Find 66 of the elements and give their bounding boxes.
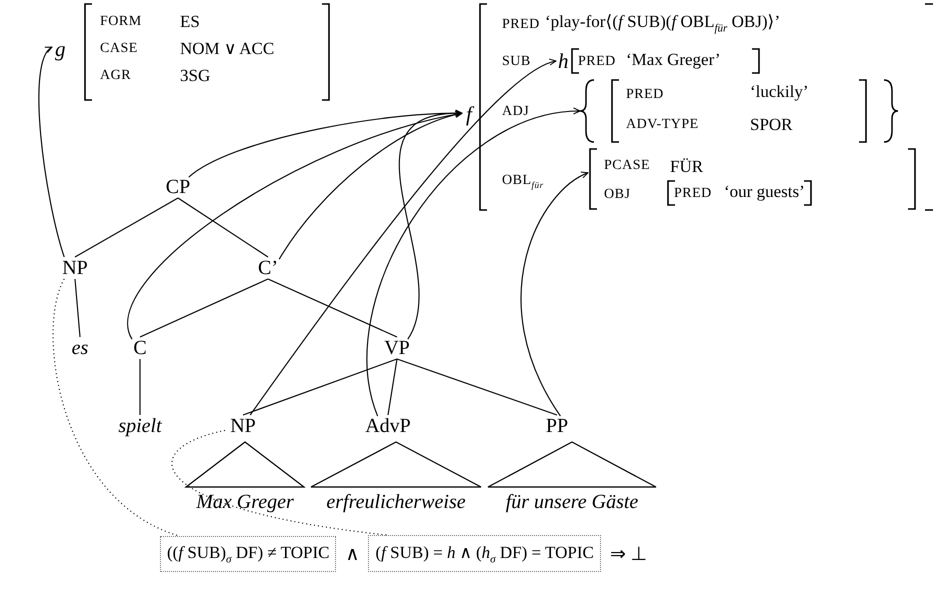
attribute-value-matrix (556, 48, 762, 74)
tree-branch (140, 278, 268, 338)
projection-arrow (399, 110, 462, 340)
tree-branch (139, 359, 141, 415)
feature-name: PRED (502, 17, 540, 32)
subtree-triangle (487, 441, 657, 515)
formula-box: (f SUB) = h ∧ (h$_{σ}$ DF) = TOPIC (368, 535, 601, 572)
projection-arrow (38, 46, 65, 258)
phrase-label: VP (379, 337, 415, 359)
feature-value: SPOR (750, 116, 793, 135)
adjunct-set (580, 79, 898, 143)
tree-branch (268, 278, 398, 338)
terminal-string: für unsere Gäste (504, 491, 640, 514)
word-label: es (69, 337, 91, 359)
phrase-label: C (130, 337, 150, 359)
phrase-label: AdvP (362, 415, 414, 437)
phrase-label: NP (57, 257, 93, 279)
feature-name: CASE (100, 41, 138, 56)
dotted-link (172, 430, 388, 536)
dotted-link (52, 278, 178, 536)
conjunction-symbol: ∧ (345, 542, 360, 566)
phrase-label: C’ (254, 257, 282, 279)
tree-branch (74, 278, 81, 338)
feature-name: PCASE (604, 158, 650, 174)
feature-value: ES (180, 13, 200, 32)
formula-box: ((f SUB)$_{σ}$ DF) ≠ TOPIC (160, 536, 336, 572)
feature-value: ‘luckily’ (750, 83, 809, 102)
phrase-label: PP (540, 415, 574, 437)
tree-branch (178, 198, 268, 258)
subtree-triangle (310, 441, 482, 515)
feature-name: OBJ (604, 187, 630, 202)
attribute-value-matrix (666, 180, 814, 206)
subtree-triangle (185, 441, 305, 515)
attribute-value-matrix (588, 148, 918, 210)
projection-arrow (520, 172, 588, 416)
structure-label: h (558, 50, 568, 74)
structure-label: f (466, 103, 472, 126)
feature-value: 3SG (180, 67, 210, 86)
feature-value: ‘our guests’ (724, 183, 805, 202)
feature-name: PRED (578, 54, 616, 70)
feature-name: FORM (100, 14, 142, 30)
terminal-string: erfreulicherweise (325, 491, 467, 514)
projection-arrow (250, 60, 556, 416)
feature-value: ‘Max Greger’ (626, 51, 721, 70)
phrase-label: CP (160, 176, 196, 198)
tree-branch (74, 198, 178, 258)
phrase-label: NP (225, 415, 261, 437)
terminal-string: Max Greger (195, 491, 295, 514)
tree-branch (387, 358, 398, 416)
tree-branch (242, 358, 398, 416)
feature-name: SUB (502, 54, 531, 70)
projection-arrow (366, 108, 580, 416)
feature-value: ‘play-for⟨(f SUB)(f OBL$_{für}$ OBJ)⟩’ (545, 13, 780, 35)
word-label: spielt (115, 415, 165, 437)
implication-symbol: ⇒ ⊥ (610, 542, 648, 566)
tree-branch (396, 358, 558, 416)
feature-name: PRED (674, 186, 712, 202)
feature-name: OBL$_{für}$ (502, 173, 544, 190)
feature-name: AGR (100, 68, 132, 84)
feature-name: PRED (626, 87, 664, 102)
structure-label: g (55, 38, 66, 62)
feature-value: FÜR (670, 158, 704, 177)
feature-name: ADV-TYPE (626, 117, 699, 132)
feature-value: NOM ∨ ACC (180, 40, 274, 59)
projection-arrow (278, 111, 462, 260)
feature-name: ADJ (502, 104, 530, 120)
